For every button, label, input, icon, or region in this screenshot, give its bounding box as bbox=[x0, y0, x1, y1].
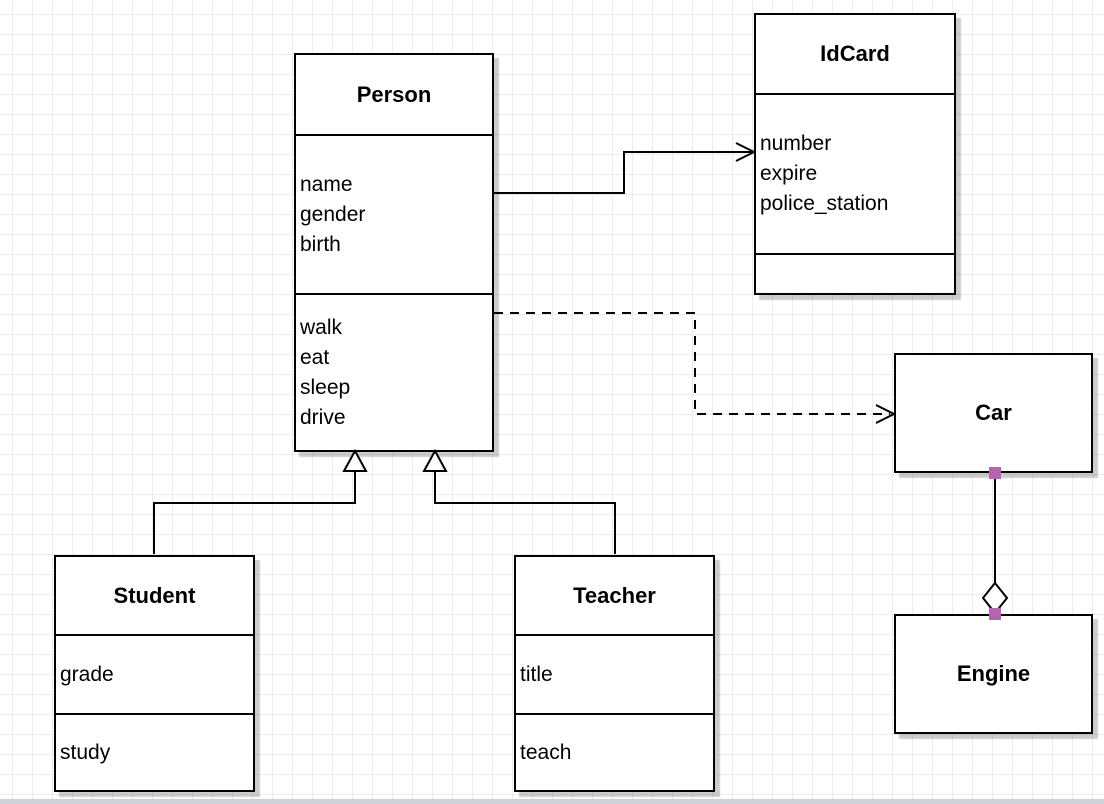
attribute: name bbox=[300, 172, 353, 196]
endpoint-handle[interactable] bbox=[989, 608, 1001, 620]
edge-car-engine-aggregation[interactable] bbox=[981, 467, 1009, 620]
class-person-methods[interactable]: walk eat sleep drive bbox=[296, 293, 492, 450]
attribute: grade bbox=[60, 662, 114, 686]
method: sleep bbox=[300, 375, 351, 399]
hollow-triangle-arrow bbox=[422, 448, 448, 472]
class-car-title: Car bbox=[975, 400, 1012, 425]
class-car[interactable]: Car bbox=[894, 353, 1093, 473]
class-teacher-attributes[interactable]: title bbox=[516, 634, 713, 713]
edge-student-person-generalization[interactable] bbox=[153, 448, 368, 554]
class-idcard[interactable]: IdCard number expire police_station bbox=[754, 13, 956, 295]
class-student-title: Student bbox=[113, 582, 196, 608]
method: drive bbox=[300, 405, 346, 429]
class-engine[interactable]: Engine bbox=[894, 614, 1093, 734]
class-idcard-attributes[interactable]: number expire police_station bbox=[756, 93, 954, 253]
bottom-edge-strip bbox=[0, 799, 1104, 804]
class-teacher[interactable]: Teacher title teach bbox=[514, 555, 715, 792]
endpoint-handle[interactable] bbox=[989, 467, 1001, 479]
attribute: birth bbox=[300, 232, 341, 256]
class-teacher-methods[interactable]: teach bbox=[516, 713, 713, 790]
class-student-attributes[interactable]: grade bbox=[56, 634, 253, 713]
method: walk bbox=[300, 315, 343, 339]
class-idcard-title: IdCard bbox=[820, 41, 890, 66]
method: teach bbox=[520, 740, 572, 764]
attribute: police_station bbox=[760, 192, 889, 215]
class-person-attributes[interactable]: name gender birth bbox=[296, 134, 492, 293]
attribute: gender bbox=[300, 202, 366, 226]
class-idcard-methods[interactable] bbox=[756, 253, 954, 293]
edge-person-car-dependency[interactable] bbox=[494, 312, 897, 424]
edge-teacher-person-generalization[interactable] bbox=[422, 448, 616, 554]
class-person[interactable]: Person name gender birth walk eat sleep … bbox=[294, 53, 494, 452]
method: study bbox=[60, 740, 111, 764]
attribute: title bbox=[520, 662, 553, 686]
method: eat bbox=[300, 345, 330, 369]
hollow-triangle-arrow bbox=[342, 448, 368, 472]
edge-person-idcard-association[interactable] bbox=[494, 142, 757, 194]
attribute: expire bbox=[760, 162, 818, 185]
class-student-methods[interactable]: study bbox=[56, 713, 253, 790]
class-engine-title: Engine bbox=[956, 661, 1031, 686]
class-teacher-title: Teacher bbox=[573, 582, 656, 608]
class-student[interactable]: Student grade study bbox=[54, 555, 255, 792]
class-person-title: Person bbox=[356, 81, 432, 107]
attribute: number bbox=[760, 132, 832, 155]
